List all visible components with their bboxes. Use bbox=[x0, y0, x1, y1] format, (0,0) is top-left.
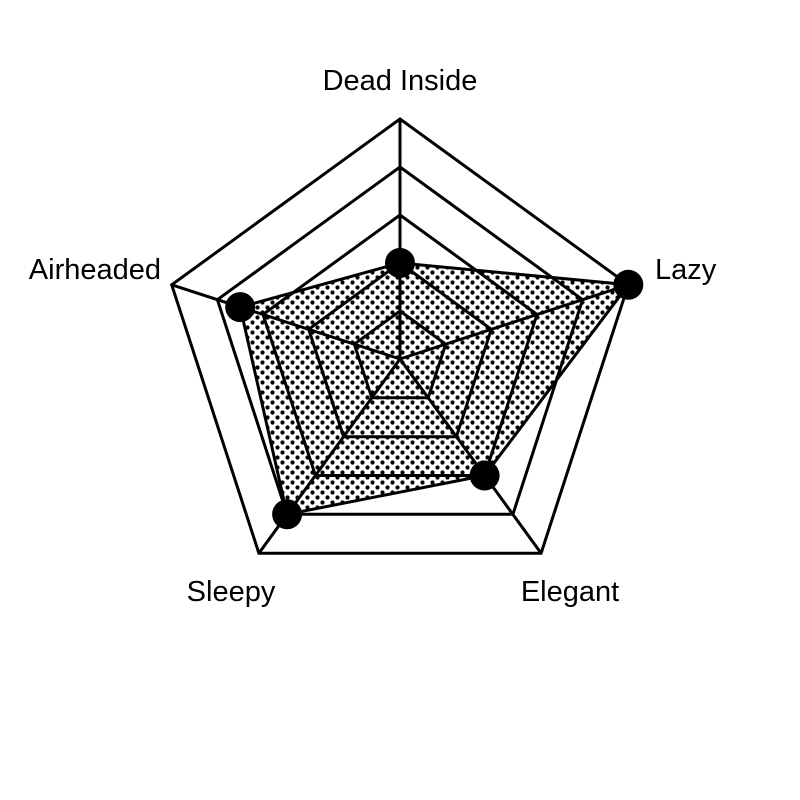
axis-label-airheaded: Airheaded bbox=[29, 254, 161, 286]
series-line-1 bbox=[238, 261, 630, 516]
axis-label-elegant: Elegant bbox=[521, 576, 619, 608]
grid-ring-5 bbox=[169, 117, 631, 555]
data-point-dead-inside bbox=[385, 248, 415, 278]
data-point-lazy bbox=[613, 269, 644, 300]
radar-series bbox=[225, 248, 644, 530]
axis-label-dead-inside: Dead Inside bbox=[323, 65, 478, 97]
data-point-sleepy bbox=[272, 499, 303, 530]
data-point-airheaded bbox=[225, 292, 256, 323]
series-area-1 bbox=[240, 263, 629, 515]
axis-label-sleepy: Sleepy bbox=[187, 576, 276, 608]
axis-label-lazy: Lazy bbox=[655, 254, 717, 286]
axis-labels: Dead Inside Lazy Elegant Sleepy Airheade… bbox=[29, 65, 717, 608]
data-point-elegant bbox=[469, 460, 500, 491]
